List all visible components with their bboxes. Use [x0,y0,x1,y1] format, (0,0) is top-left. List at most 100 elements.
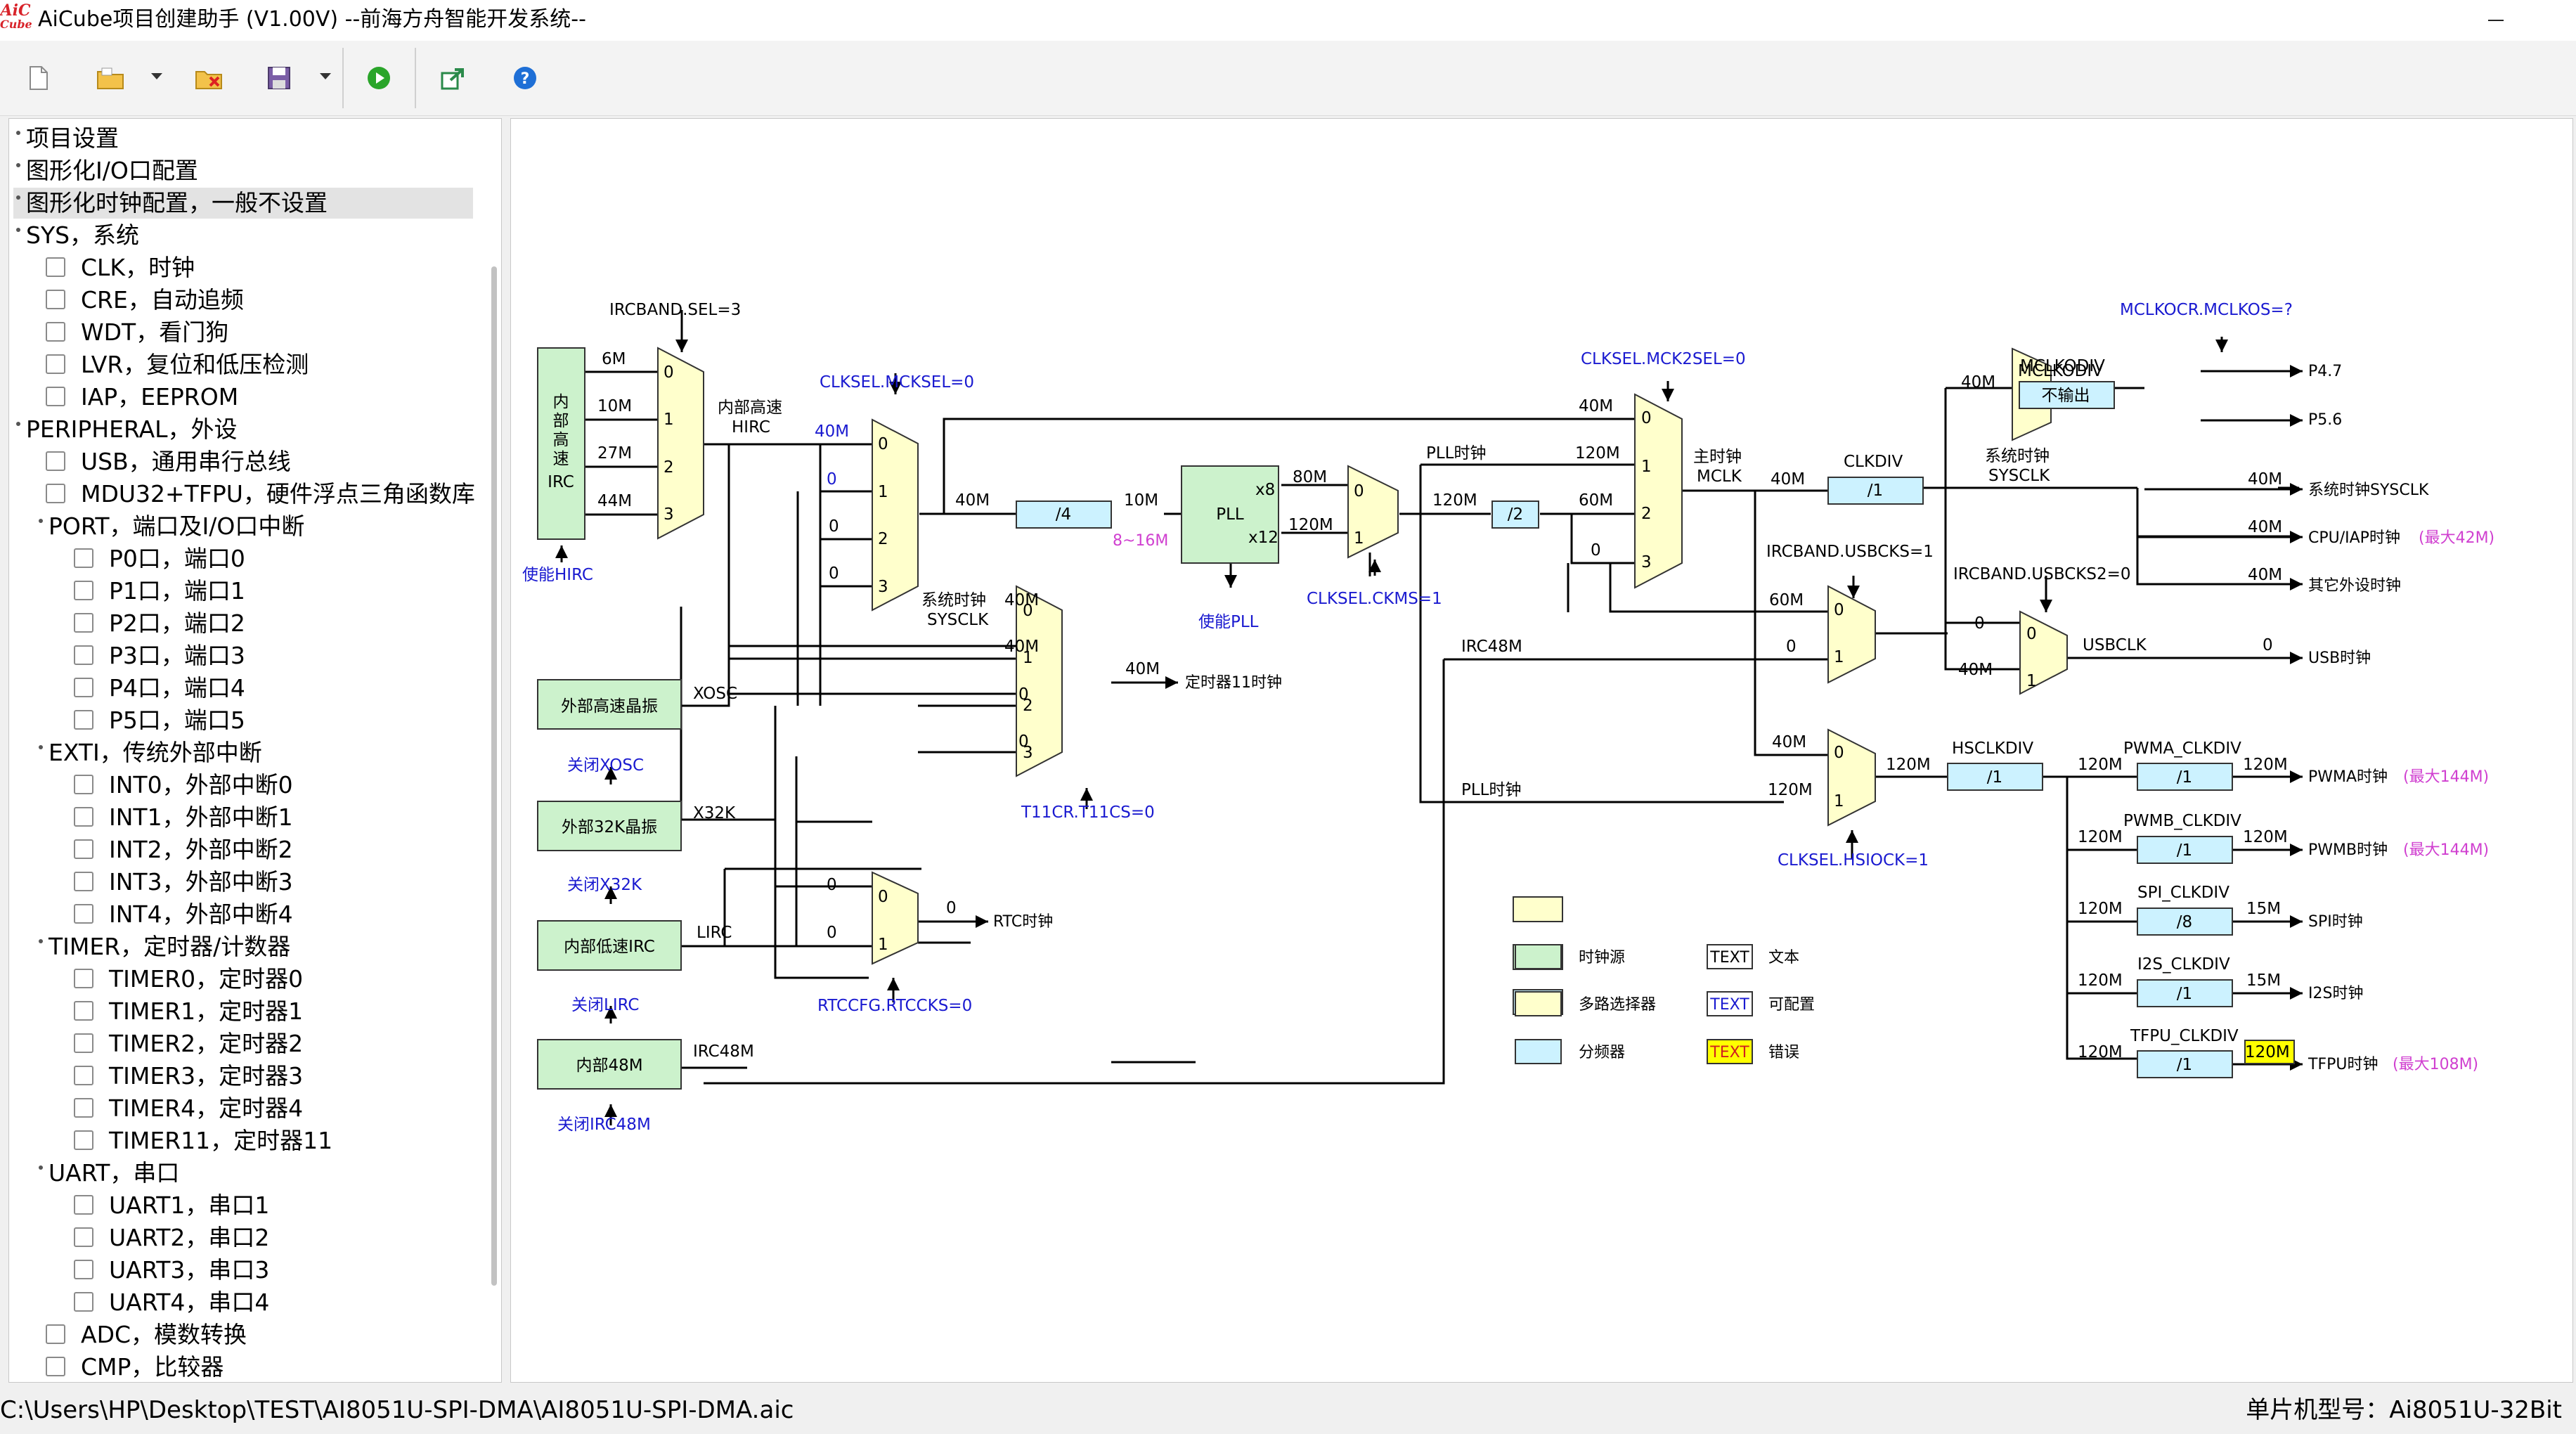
tree-checkbox[interactable] [74,548,93,568]
svg-text:内部高速: 内部高速 [718,399,782,417]
tree-item[interactable]: UART3，串口3 [74,1255,269,1286]
tree-item[interactable]: EXTI，传统外部中断 [39,737,262,768]
svg-text:TEXT: TEXT [1709,1044,1749,1061]
tree-checkbox[interactable] [74,871,93,891]
tree-checkbox[interactable] [46,1324,65,1344]
export-button[interactable] [434,59,472,97]
tree-item-label: TIMER3，定时器3 [109,1062,304,1090]
minimize-button[interactable] [2453,0,2530,41]
svg-text:2: 2 [878,530,888,548]
tree-checkbox[interactable] [74,1291,93,1312]
tree-checkbox[interactable] [46,257,65,277]
tree-checkbox[interactable] [46,289,65,309]
svg-text:PWMA时钟: PWMA时钟 [2308,768,2388,786]
svg-text:1: 1 [2026,672,2037,690]
save-button[interactable] [260,59,298,97]
tree-checkbox[interactable] [46,386,65,406]
tree-item[interactable]: P3口，端口3 [74,640,245,671]
tree-checkbox[interactable] [74,1097,93,1118]
tree-item[interactable]: 项目设置 [16,123,119,154]
tree-item[interactable]: P0口，端口0 [74,543,245,574]
tree-item-label: CMP，比较器 [81,1353,224,1381]
tree-item[interactable]: IAP，EEPROM [46,382,238,413]
tree-checkbox[interactable] [74,580,93,600]
svg-text:RTC时钟: RTC时钟 [993,913,1053,931]
svg-text:时钟源: 时钟源 [1579,949,1625,967]
tree-checkbox[interactable] [74,709,93,730]
save-dropdown-icon[interactable] [320,73,331,79]
tree-checkbox[interactable] [74,1033,93,1053]
tree-checkbox[interactable] [74,1259,93,1279]
tree-item[interactable]: UART1，串口1 [74,1190,269,1221]
tree-checkbox[interactable] [74,903,93,924]
tree-item[interactable]: CLK，时钟 [46,252,195,283]
tree-item[interactable]: CRE，自动追频 [46,285,244,316]
tree-item[interactable]: INT2，外部中断2 [74,834,293,865]
disable-irc48m-button[interactable]: 关闭IRC48M [557,1116,651,1134]
close-project-button[interactable] [190,59,228,97]
tree-checkbox[interactable] [74,1000,93,1021]
tree-item[interactable]: TIMER4，定时器4 [74,1093,303,1124]
tree-checkbox[interactable] [74,774,93,794]
tree-item[interactable]: UART4，串口4 [74,1287,269,1318]
note-text: (最大42M) (最大144M) (最大144M) (最大108M) 8~16M [1113,529,2494,1073]
run-button[interactable] [360,59,398,97]
help-button[interactable]: ? [506,59,544,97]
svg-text:1: 1 [878,483,888,501]
tree-item[interactable]: USB，通用串行总线 [46,446,291,477]
tree-checkbox[interactable] [74,839,93,859]
tree-item[interactable]: TIMER3，定时器3 [74,1061,303,1092]
tree-scrollbar[interactable] [491,266,497,1286]
tree-item[interactable]: 图形化I/O口配置 [16,155,198,186]
tree-checkbox[interactable] [46,354,65,374]
open-dropdown-icon[interactable] [151,73,162,79]
tree-item[interactable]: TIMER0，定时器0 [74,964,303,995]
tree-item[interactable]: PERIPHERAL，外设 [16,414,238,445]
tree-checkbox[interactable] [74,677,93,697]
tree-checkbox[interactable] [74,645,93,665]
tree-item[interactable]: INT0，外部中断0 [74,770,293,801]
tree-checkbox[interactable] [74,1227,93,1247]
tree-item-label: WDT，看门狗 [81,318,229,346]
tree-item[interactable]: INT1，外部中断1 [74,802,293,833]
tree-item[interactable]: TIMER1，定时器1 [74,996,303,1027]
tree-item[interactable]: TIMER2，定时器2 [74,1028,303,1059]
tree-item[interactable]: MDU32+TFPU，硬件浮点三角函数库 [46,479,475,510]
tree-item[interactable]: LVR，复位和低压检测 [46,349,309,380]
tree-item[interactable]: P2口，端口2 [74,608,245,639]
tree-item[interactable]: PORT，端口及I/O口中断 [39,511,304,542]
enable-hirc-button[interactable]: 使能HIRC [522,566,593,584]
tree-checkbox[interactable] [46,321,65,342]
tree-checkbox[interactable] [74,806,93,827]
disable-lirc-button[interactable]: 关闭LIRC [571,996,640,1014]
source-buttons[interactable]: 使能HIRC 关闭XOSC 关闭X32K 关闭LIRC 关闭IRC48M 使能P… [522,566,1259,1134]
open-button[interactable] [91,59,129,97]
disable-xosc-button[interactable]: 关闭XOSC [567,756,644,775]
tree-checkbox[interactable] [46,451,65,471]
tree-item[interactable]: P4口，端口4 [74,673,245,704]
tree-item[interactable]: INT4，外部中断4 [74,899,293,930]
tree-checkbox[interactable] [74,968,93,988]
tree-item[interactable]: WDT，看门狗 [46,317,228,348]
tree-item[interactable]: UART，串口 [39,1158,179,1189]
tree-item[interactable]: INT3，外部中断3 [74,867,293,898]
tree-checkbox[interactable] [46,1356,65,1376]
disable-x32k-button[interactable]: 关闭X32K [567,876,642,894]
tree-item[interactable]: 图形化时钟配置，一般不设置 [13,188,473,219]
tree-item[interactable]: CMP，比较器 [46,1352,224,1382]
tree-item[interactable]: P1口，端口1 [74,576,245,607]
tree-item[interactable]: TIMER，定时器/计数器 [39,931,290,962]
tree-checkbox[interactable] [74,1130,93,1150]
tree-item[interactable]: UART2，串口2 [74,1222,269,1253]
tree-checkbox[interactable] [74,1194,93,1215]
new-file-button[interactable] [20,59,58,97]
enable-pll-button[interactable]: 使能PLL [1198,613,1259,631]
tree-checkbox[interactable] [74,612,93,633]
tree-item[interactable]: P5口，端口5 [74,705,245,736]
tree-item[interactable]: ADC，模数转换 [46,1319,247,1350]
tree-item[interactable]: SYS，系统 [16,220,139,251]
tree-checkbox[interactable] [46,483,65,503]
tree-checkbox[interactable] [74,1065,93,1085]
tree-item[interactable]: TIMER11，定时器11 [74,1125,332,1156]
